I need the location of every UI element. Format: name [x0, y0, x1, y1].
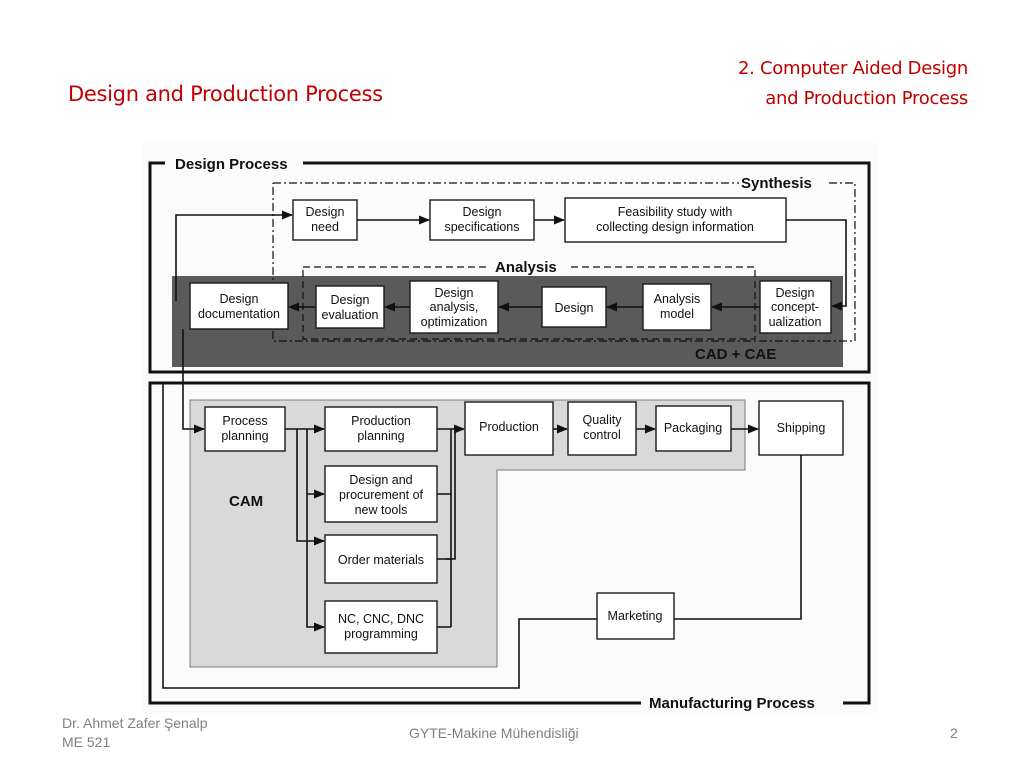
shipping-box: Shipping — [758, 400, 844, 456]
svg-text:procurement of: procurement of — [339, 488, 424, 502]
svg-text:Design: Design — [463, 205, 502, 219]
footer-department: GYTE-Makine Mühendisliği — [409, 725, 579, 741]
order-materials-box: Order materials — [324, 534, 438, 584]
svg-text:control: control — [583, 428, 621, 442]
quality-control-box: Quality control — [567, 401, 637, 456]
svg-text:Design: Design — [306, 205, 345, 219]
packaging-box: Packaging — [655, 405, 732, 452]
svg-text:Design: Design — [435, 286, 474, 300]
design-process-label: Design Process — [175, 156, 288, 173]
design-process-frame — [148, 161, 871, 374]
design-evaluation-box: Design evaluation — [315, 285, 385, 329]
design-need-box: Design need — [292, 199, 358, 241]
svg-text:planning: planning — [357, 429, 404, 443]
nc-programming-box: NC, CNC, DNC programming — [324, 600, 438, 654]
marketing-box: Marketing — [596, 592, 675, 640]
svg-text:Process: Process — [222, 414, 267, 428]
svg-text:Order materials: Order materials — [338, 553, 424, 567]
feasibility-study-box: Feasibility study with collecting design… — [564, 197, 787, 243]
svg-text:Design: Design — [776, 286, 815, 300]
manufacturing-process-label: Manufacturing Process — [649, 695, 815, 712]
production-planning-box: Production planning — [324, 406, 438, 452]
svg-text:documentation: documentation — [198, 307, 280, 321]
manufacturing-process-frame — [148, 381, 871, 705]
analysis-model-box: Analysis model — [642, 283, 712, 331]
section-heading-line-2: and Production Process — [765, 88, 968, 109]
production-box: Production — [464, 401, 554, 456]
svg-text:planning: planning — [221, 429, 268, 443]
analysis-label: Analysis — [495, 259, 557, 276]
svg-text:NC, CNC, DNC: NC, CNC, DNC — [338, 612, 424, 626]
svg-text:Quality: Quality — [583, 413, 623, 427]
svg-text:Design and: Design and — [349, 473, 412, 487]
svg-text:collecting design information: collecting design information — [596, 220, 754, 234]
svg-text:Design: Design — [555, 301, 594, 315]
page-number: 2 — [950, 725, 958, 741]
analysis-frame — [302, 266, 756, 340]
svg-text:Shipping: Shipping — [777, 421, 826, 435]
svg-text:Production: Production — [351, 414, 411, 428]
footer-author: Dr. Ahmet Zafer Şenalp ME 521 — [62, 714, 208, 752]
svg-text:new tools: new tools — [355, 503, 408, 517]
svg-text:Design: Design — [220, 292, 259, 306]
process-planning-box: Process planning — [204, 406, 286, 452]
svg-text:Production: Production — [479, 420, 539, 434]
flow-connectors — [162, 210, 847, 689]
svg-text:Marketing: Marketing — [608, 609, 663, 623]
svg-text:ualization: ualization — [769, 315, 822, 329]
svg-text:need: need — [311, 220, 339, 234]
design-specifications-box: Design specifications — [429, 199, 535, 241]
svg-text:model: model — [660, 307, 694, 321]
svg-text:Analysis: Analysis — [654, 292, 701, 306]
design-documentation-box: Design documentation — [189, 282, 289, 330]
svg-text:Feasibility study with: Feasibility study with — [618, 205, 733, 219]
design-analysis-box: Design analysis, optimization — [409, 280, 499, 334]
design-procurement-box: Design and procurement of new tools — [324, 465, 438, 523]
svg-text:programming: programming — [344, 627, 418, 641]
synthesis-label: Synthesis — [741, 175, 812, 192]
cad-cae-label: CAD + CAE — [695, 346, 776, 363]
svg-text:optimization: optimization — [421, 315, 488, 329]
svg-text:concept-: concept- — [771, 300, 819, 314]
footer-author-name: Dr. Ahmet Zafer Şenalp — [62, 715, 208, 731]
svg-text:Design: Design — [331, 293, 370, 307]
svg-text:Packaging: Packaging — [664, 421, 722, 435]
svg-text:analysis,: analysis, — [430, 300, 479, 314]
svg-text:evaluation: evaluation — [322, 308, 379, 322]
design-box: Design — [541, 286, 607, 328]
section-heading: 2. Computer Aided Design and Production … — [668, 54, 968, 114]
section-heading-line-1: 2. Computer Aided Design — [737, 58, 968, 79]
footer-course: ME 521 — [62, 734, 111, 750]
svg-text:specifications: specifications — [444, 220, 519, 234]
process-diagram: Design Process Synthesis Analysis CAD + … — [143, 143, 879, 713]
cam-label: CAM — [229, 493, 263, 510]
design-conceptualization-box: Design concept- ualization — [759, 280, 832, 334]
slide-title: Design and Production Process — [68, 82, 383, 106]
